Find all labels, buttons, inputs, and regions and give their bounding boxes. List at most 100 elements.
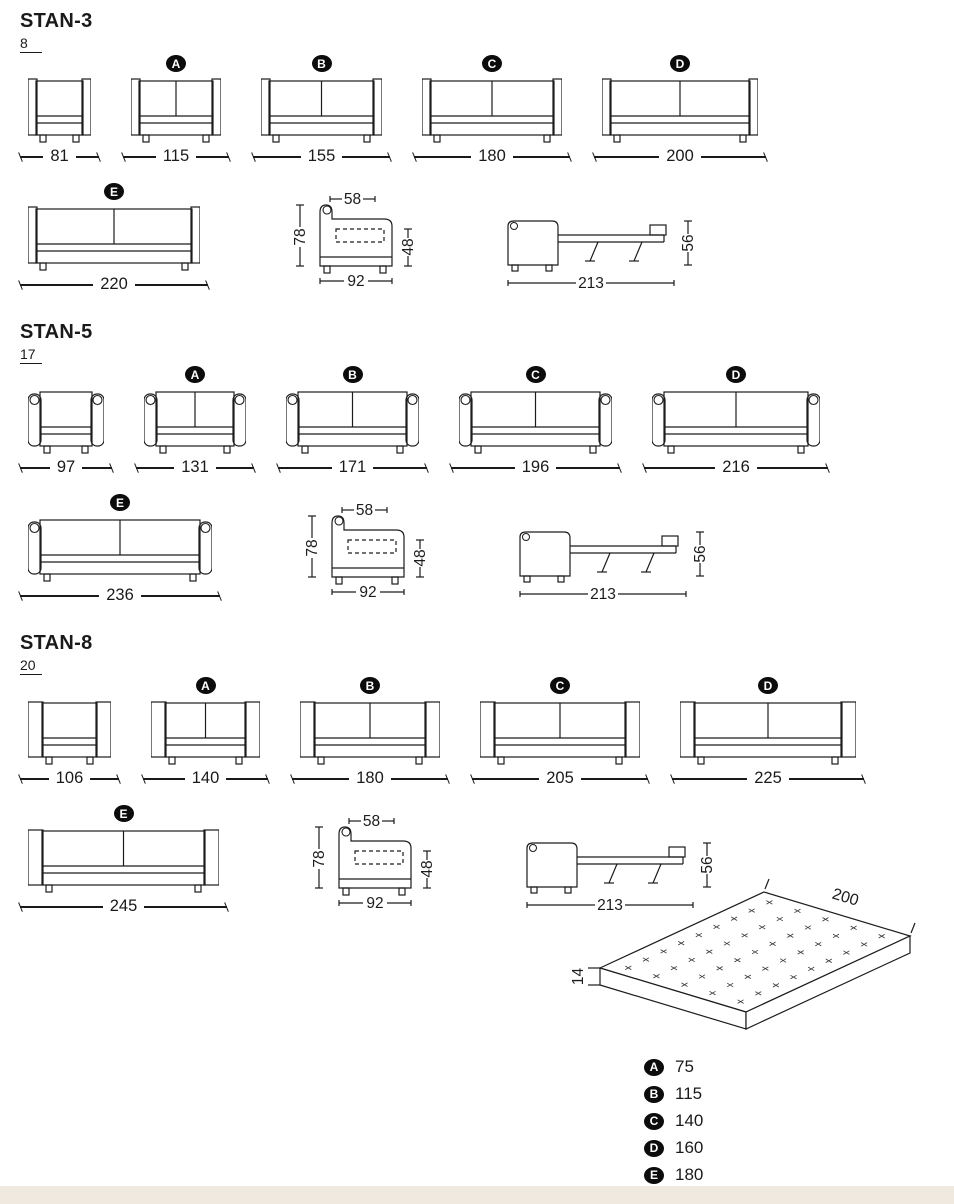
dimension-line — [144, 906, 227, 908]
width-value: 131 — [181, 457, 209, 476]
dimension-line — [292, 778, 350, 780]
size-badge: E — [110, 494, 130, 511]
size-badge: B — [311, 55, 332, 72]
section-index: 17 — [20, 346, 42, 364]
sofa-front-drawing — [652, 391, 820, 454]
size-badge: A — [166, 55, 186, 72]
section-index: 20 — [20, 657, 42, 675]
sofa-front-drawing — [480, 701, 640, 765]
svg-text:92: 92 — [347, 273, 364, 290]
sofa-front-base: 97 — [20, 388, 113, 478]
size-badge-a: A — [644, 1058, 664, 1076]
width-value: 225 — [754, 768, 782, 787]
sofa-front-drawing — [602, 78, 758, 143]
svg-text:92: 92 — [359, 584, 376, 601]
svg-text:92: 92 — [366, 895, 383, 912]
section-title: STAN-3 — [20, 10, 93, 32]
width-dimension: 205 — [472, 769, 648, 789]
dimension-line — [672, 778, 748, 780]
sofa-front-drawing — [28, 829, 219, 893]
sofa-front-e: E 236 — [20, 494, 220, 606]
dimension-line — [342, 156, 390, 158]
width-value: 196 — [521, 457, 550, 476]
svg-text:56: 56 — [692, 545, 709, 562]
width-dimension: 200 — [594, 147, 766, 167]
section-index: 8 — [20, 35, 42, 53]
sofa-front-c: C 180 — [414, 55, 570, 167]
size-badge: D — [670, 55, 690, 72]
sofa-front-d: D 200 — [594, 55, 766, 167]
size-badge: A — [185, 366, 205, 383]
size-badge-e: E — [644, 1166, 664, 1184]
svg-text:58: 58 — [344, 193, 361, 208]
svg-text:78: 78 — [304, 539, 321, 556]
sofa-front-drawing — [261, 78, 382, 143]
dimension-line — [390, 778, 448, 780]
svg-text:78: 78 — [292, 228, 309, 245]
size-badge: A — [195, 677, 216, 694]
sofa-side-closed-drawing: 58 78 92 48 — [292, 193, 417, 290]
svg-text:48: 48 — [419, 860, 436, 877]
svg-text:78: 78 — [311, 850, 328, 867]
sofa-front-a: A 115 — [123, 55, 229, 167]
width-dimension: 180 — [414, 147, 570, 167]
sofa-front-base: 106 — [20, 699, 119, 789]
width-dimension: 171 — [278, 458, 427, 478]
dimension-line — [556, 467, 620, 469]
svg-text:14: 14 — [572, 968, 587, 986]
width-dimension: 106 — [20, 769, 119, 789]
svg-text:48: 48 — [400, 238, 417, 255]
svg-text:48: 48 — [412, 549, 429, 566]
dimension-line — [90, 778, 119, 780]
width-dimension: 131 — [136, 458, 254, 478]
legend-value-b: 115 — [675, 1084, 703, 1103]
legend-value-a: 75 — [675, 1057, 694, 1076]
dimension-line — [20, 906, 103, 908]
dimension-line — [253, 156, 301, 158]
size-badge: E — [104, 183, 124, 200]
sofa-front-a: A 131 — [136, 366, 254, 478]
size-badge: C — [482, 55, 502, 72]
dimension-line — [140, 595, 220, 597]
dimension-line — [136, 467, 175, 469]
dimension-line — [580, 778, 648, 780]
sofa-front-base: 81 — [20, 77, 100, 167]
size-badge: C — [525, 366, 546, 383]
width-dimension: 140 — [143, 769, 268, 789]
svg-text:213: 213 — [578, 275, 604, 292]
width-dimension: 81 — [20, 147, 100, 167]
width-value: 180 — [356, 768, 384, 787]
width-dimension: 115 — [123, 147, 229, 167]
sofa-front-drawing — [28, 701, 111, 765]
width-dimension: 236 — [20, 586, 220, 606]
svg-text:213: 213 — [590, 586, 616, 603]
legend-row-b: B 115 — [644, 1084, 932, 1104]
sofa-front-drawing — [144, 391, 246, 454]
sofa-front-drawing — [28, 519, 212, 582]
legend-row-a: A 75 — [644, 1057, 932, 1077]
width-dimension: 220 — [20, 275, 208, 295]
legend-value-c: 140 — [675, 1111, 704, 1130]
dimension-line — [20, 778, 49, 780]
width-value: 115 — [162, 146, 190, 165]
width-dimension: 216 — [644, 458, 828, 478]
size-badge: B — [342, 366, 363, 383]
width-dimension: 196 — [451, 458, 620, 478]
sofa-front-drawing — [151, 701, 260, 765]
width-value: 245 — [109, 896, 138, 915]
